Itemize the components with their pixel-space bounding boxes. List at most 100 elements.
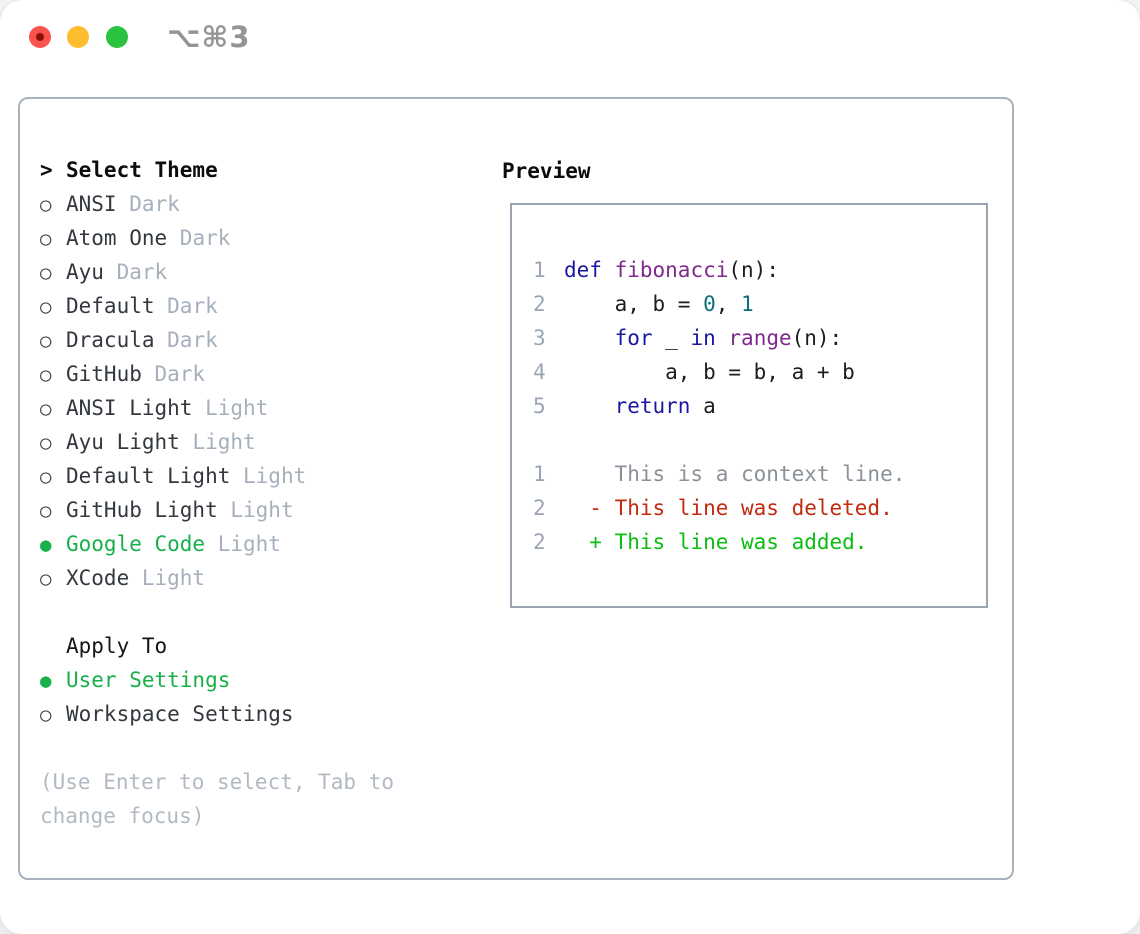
apply-to-title: Apply To [66,634,168,658]
theme-option-ayu-light[interactable]: ○Ayu Light Light [40,425,472,459]
diff-line-context: 1 This is a context line. [533,457,986,491]
code-token: return [614,394,691,418]
code-token: in [690,326,716,350]
theme-list: ○ANSI Dark○Atom One Dark○Ayu Dark○Defaul… [40,187,472,595]
theme-option-atom-one[interactable]: ○Atom One Dark [40,221,472,255]
keyboard-hint: (Use Enter to select, Tab to change focu… [40,770,395,828]
code-token: fibonacci [614,258,729,282]
diff-line-added: 2 + This line was added. [533,525,986,559]
line-number: 4 [533,360,546,384]
theme-name: Default [66,294,155,318]
theme-option-github-light[interactable]: ○GitHub Light Light [40,493,472,527]
code-token: a [690,394,716,418]
theme-option-ansi[interactable]: ○ANSI Dark [40,187,472,221]
line-number: 2 [533,292,546,316]
code-token: for [614,326,653,350]
theme-name: Atom One [66,226,168,250]
close-dot-icon [36,33,44,41]
apply-option-workspace-settings[interactable]: ○ Workspace Settings [40,697,472,731]
cursor-prefix-icon: > [40,158,53,182]
code-token: 1 [741,292,754,316]
theme-option-ansi-light[interactable]: ○ ANSI Light Light [40,391,472,425]
radio-selected-icon: ● [40,670,52,692]
select-theme-header: > Select Theme [40,153,472,187]
code-token: (n): [728,258,779,282]
diff-preview: 1 This is a context line.2 - This line w… [533,457,986,559]
code-token: _ [652,326,691,350]
theme-name: GitHub Light [66,498,218,522]
line-number: 3 [533,326,546,350]
line-number: 2 [533,496,546,520]
radio-icon: ○ [40,568,52,590]
apply-option-label: Workspace Settings [66,702,294,726]
theme-option-xcode[interactable]: ○ XCode Light [40,561,472,595]
radio-icon: ○ [40,466,52,488]
code-line: 2 a, b = 0, 1 [533,287,986,321]
code-token: 0 [703,292,716,316]
theme-name: XCode [66,566,130,590]
code-token [716,321,729,355]
code-token: def [564,258,602,282]
code-token: , [715,292,742,316]
apply-option-user-settings[interactable]: ● User Settings [40,663,472,697]
theme-option-ayu[interactable]: ○ Ayu Dark [40,255,472,289]
radio-icon: ○ [40,398,52,420]
apply-option-label: User Settings [66,668,231,692]
line-number: 1 [533,462,546,486]
radio-icon: ○ [40,262,52,284]
theme-name: Dracula [66,328,155,352]
radio-icon: ○ [40,228,52,250]
main-panel: >Select Theme ○ANSI Dark○Atom One Dark○A… [18,97,1014,880]
theme-tag: Light [179,430,256,454]
theme-option-github[interactable]: ○GitHub Dark [40,357,472,391]
theme-tag: Dark [154,294,218,318]
diff-line-deleted: 2 - This line was deleted. [533,491,986,525]
code-token: (n): [791,326,843,350]
theme-tag: Light [205,532,281,556]
line-number: 2 [533,530,546,554]
radio-icon: ○ [40,330,52,352]
theme-option-google-code[interactable]: ● Google Code Light [40,527,472,561]
code-token [602,253,615,287]
theme-option-dracula[interactable]: ○Dracula Dark [40,323,472,357]
blank-line [533,423,986,457]
preview-title: Preview [502,159,591,183]
code-line: 3 for _ in range(n): [533,321,986,355]
theme-selector: >Select Theme ○ANSI Dark○Atom One Dark○A… [40,153,472,833]
diff-text: + This line was added. [564,530,868,554]
theme-option-default-light[interactable]: ○Default Light Light [40,459,472,493]
theme-tag: Dark [103,260,168,284]
radio-selected-icon: ● [40,534,52,556]
code-token: a, b = b, a + b [564,360,855,384]
theme-tag: Light [192,396,269,420]
window-title: ⌥⌘3 [167,20,251,54]
code-token [564,321,615,355]
diff-text: - This line was deleted. [564,496,893,520]
radio-icon: ○ [40,500,52,522]
theme-name: Google Code [66,532,206,556]
radio-icon: ○ [40,364,52,386]
theme-name: ANSI [66,192,117,216]
radio-icon: ○ [40,296,52,318]
minimize-button[interactable] [67,26,89,48]
select-theme-title: Select Theme [66,158,218,182]
theme-name: GitHub [66,362,142,386]
theme-name: ANSI Light [66,396,193,420]
theme-tag: Light [129,566,206,590]
code-token: range [728,326,792,350]
theme-option-default[interactable]: ○ Default Dark [40,289,472,323]
zoom-button[interactable] [106,26,128,48]
theme-tag: Light [230,464,307,488]
code-token [564,389,615,423]
radio-icon: ○ [40,704,52,726]
code-line: 4 a, b = b, a + b [533,355,986,389]
radio-icon: ○ [40,194,52,216]
close-button[interactable] [29,26,51,48]
code-line: 5 return a [533,389,986,423]
theme-name: Ayu [66,260,104,284]
apply-to-list: ● User Settings ○ Workspace Settings [40,663,472,731]
